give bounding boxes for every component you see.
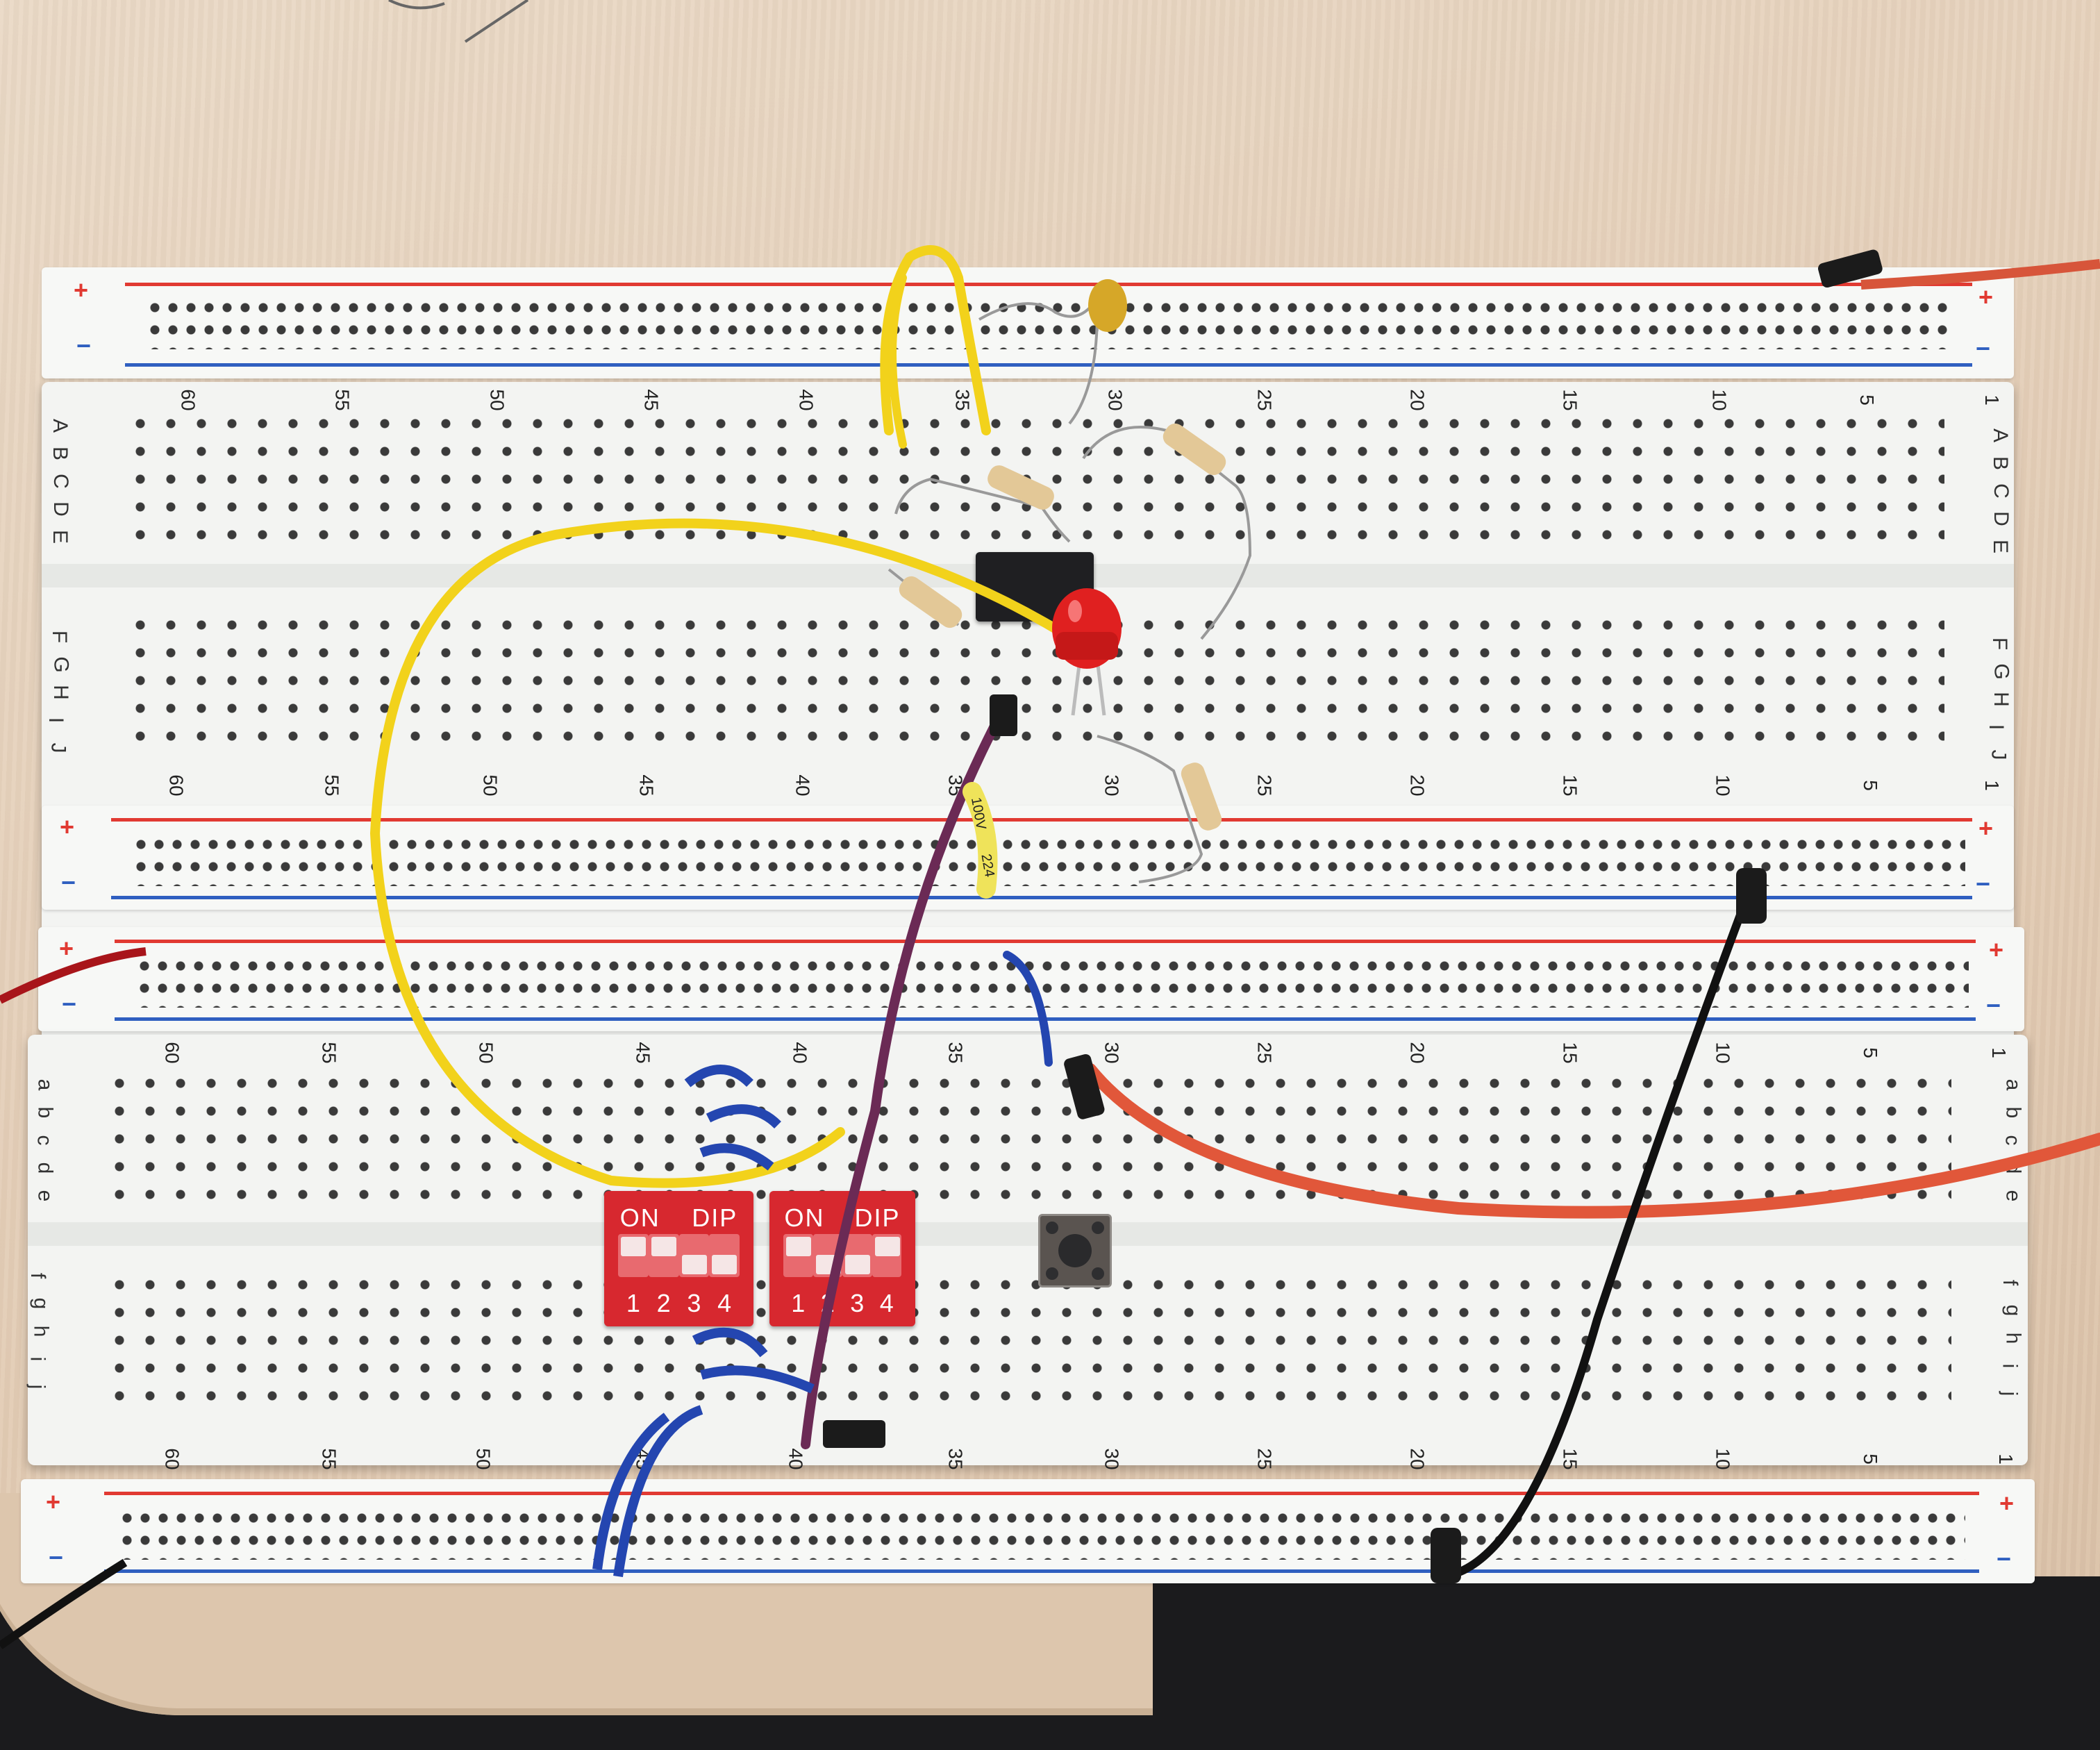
terminal-holes-f-j xyxy=(104,1271,1951,1410)
dip-label: DIP xyxy=(692,1203,738,1232)
rail-holes xyxy=(118,1507,1965,1560)
yellow-jumper-wire[interactable] xyxy=(888,274,907,449)
plus-sign: + xyxy=(1978,283,1993,311)
ceramic-capacitor xyxy=(978,279,1127,425)
minus-sign: − xyxy=(49,1543,64,1572)
black-wire-connector[interactable] xyxy=(1736,868,1767,924)
push-button-cap[interactable] xyxy=(1058,1234,1092,1267)
red-wire-connector[interactable] xyxy=(1062,1053,1106,1120)
red-power-connector[interactable] xyxy=(1817,249,1883,289)
plus-sign: + xyxy=(60,812,75,841)
bottom-power-rail-lower: + − + − xyxy=(21,1479,2035,1583)
bottom-terminal-strip xyxy=(28,1035,2028,1465)
resistor xyxy=(888,568,962,628)
positive-line xyxy=(115,940,1976,943)
dip-toggle-4[interactable] xyxy=(872,1234,901,1277)
black-ground-wire[interactable] xyxy=(1443,887,1754,1581)
terminal-holes-a-e xyxy=(125,410,1944,549)
blue-jumper-wire[interactable] xyxy=(700,1365,815,1394)
positive-line xyxy=(104,1492,1979,1495)
top-power-rail-lower: + − + − xyxy=(42,806,2014,910)
yellow-long-wire[interactable] xyxy=(369,518,1088,1188)
dip-toggle-2[interactable] xyxy=(648,1234,679,1277)
resistor xyxy=(1082,423,1252,640)
black-wire-left[interactable] xyxy=(0,1558,128,1649)
dip-toggle-1[interactable] xyxy=(618,1234,649,1277)
red-wire-left[interactable] xyxy=(0,947,147,1004)
plus-sign: + xyxy=(1988,935,2003,964)
minus-sign: − xyxy=(1996,1544,2011,1573)
negative-line xyxy=(111,896,1972,899)
rail-holes xyxy=(135,955,1969,1008)
dip-label: DIP xyxy=(854,1203,901,1232)
minus-sign: − xyxy=(62,990,77,1018)
plus-sign: + xyxy=(74,276,89,304)
dip-on-label: ON xyxy=(619,1203,660,1232)
blue-jumper-wire[interactable] xyxy=(592,1412,670,1570)
stray-wire xyxy=(388,0,445,10)
red-power-wire[interactable] xyxy=(1860,259,2100,290)
blue-jumper-wire[interactable] xyxy=(613,1405,703,1577)
blue-jumper-wire[interactable] xyxy=(1003,951,1053,1067)
center-channel xyxy=(28,1222,2028,1246)
blue-jumper-wire[interactable] xyxy=(706,1104,781,1129)
dip-toggle-3[interactable] xyxy=(678,1234,710,1277)
blue-jumper-wire[interactable] xyxy=(699,1143,774,1171)
minus-sign: − xyxy=(1985,991,2001,1019)
purple-wire-connector[interactable] xyxy=(823,1420,885,1448)
blue-jumper-wire[interactable] xyxy=(692,1327,768,1358)
dip-on-label: ON xyxy=(784,1203,825,1232)
plus-sign: + xyxy=(59,934,74,962)
minus-sign: − xyxy=(1975,334,1990,362)
led xyxy=(1052,588,1122,716)
positive-line xyxy=(111,818,1972,822)
negative-line xyxy=(104,1569,1979,1573)
red-wire[interactable] xyxy=(1084,1063,2100,1219)
dip-toggle-3[interactable] xyxy=(842,1234,872,1277)
rail-holes xyxy=(146,297,1951,349)
top-power-rail-upper: + − + − xyxy=(42,267,2014,378)
dip-toggle-4[interactable] xyxy=(709,1234,740,1277)
minus-sign: − xyxy=(61,868,76,897)
black-wire-connector[interactable] xyxy=(1431,1528,1461,1583)
resistor xyxy=(894,465,1071,543)
plus-sign: + xyxy=(1978,814,1993,842)
purple-wire[interactable] xyxy=(801,710,1005,1449)
push-button[interactable] xyxy=(1038,1214,1112,1288)
minus-sign: − xyxy=(76,331,92,360)
film-capacitor xyxy=(962,782,998,899)
plus-sign: + xyxy=(46,1488,61,1516)
rail-holes xyxy=(132,833,1965,886)
plus-sign: + xyxy=(1999,1489,2014,1517)
blue-jumper-wire[interactable] xyxy=(684,1065,753,1088)
purple-wire-connector[interactable] xyxy=(990,694,1017,736)
dip-toggle-1[interactable] xyxy=(783,1234,813,1277)
stray-wire xyxy=(464,0,529,43)
negative-line xyxy=(125,363,1972,367)
yellow-jumper-wire[interactable] xyxy=(880,245,991,435)
minus-sign: − xyxy=(1975,869,1990,898)
resistor xyxy=(1097,735,1222,883)
positive-line xyxy=(125,283,1972,286)
